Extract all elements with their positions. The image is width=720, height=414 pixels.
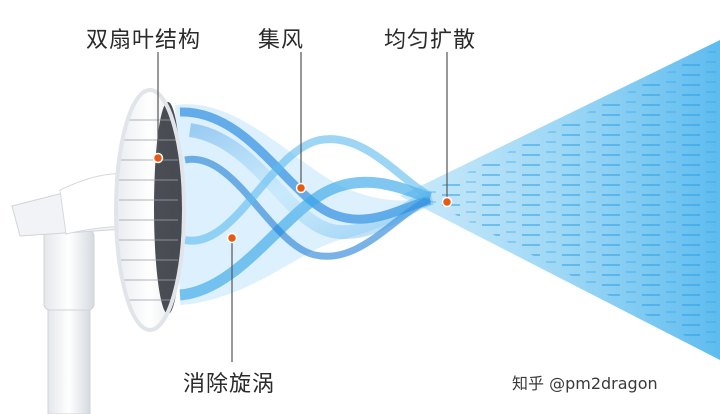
diffusion-streaks bbox=[420, 46, 720, 354]
label-dual-blade-structure: 双扇叶结构 bbox=[86, 22, 201, 54]
airflow-ribbons bbox=[175, 104, 432, 305]
marker-vortex bbox=[228, 234, 237, 243]
label-even-diffusion: 均匀扩散 bbox=[384, 22, 476, 54]
label-concentrated-air: 集风 bbox=[258, 22, 304, 54]
label-eliminate-vortex: 消除旋涡 bbox=[183, 366, 275, 398]
marker-spread bbox=[443, 198, 452, 207]
marker-dual-blade bbox=[154, 154, 163, 163]
watermark: 知乎 @pm2dragon bbox=[512, 370, 658, 394]
fan-head bbox=[116, 90, 184, 330]
marker-gather bbox=[297, 184, 306, 193]
